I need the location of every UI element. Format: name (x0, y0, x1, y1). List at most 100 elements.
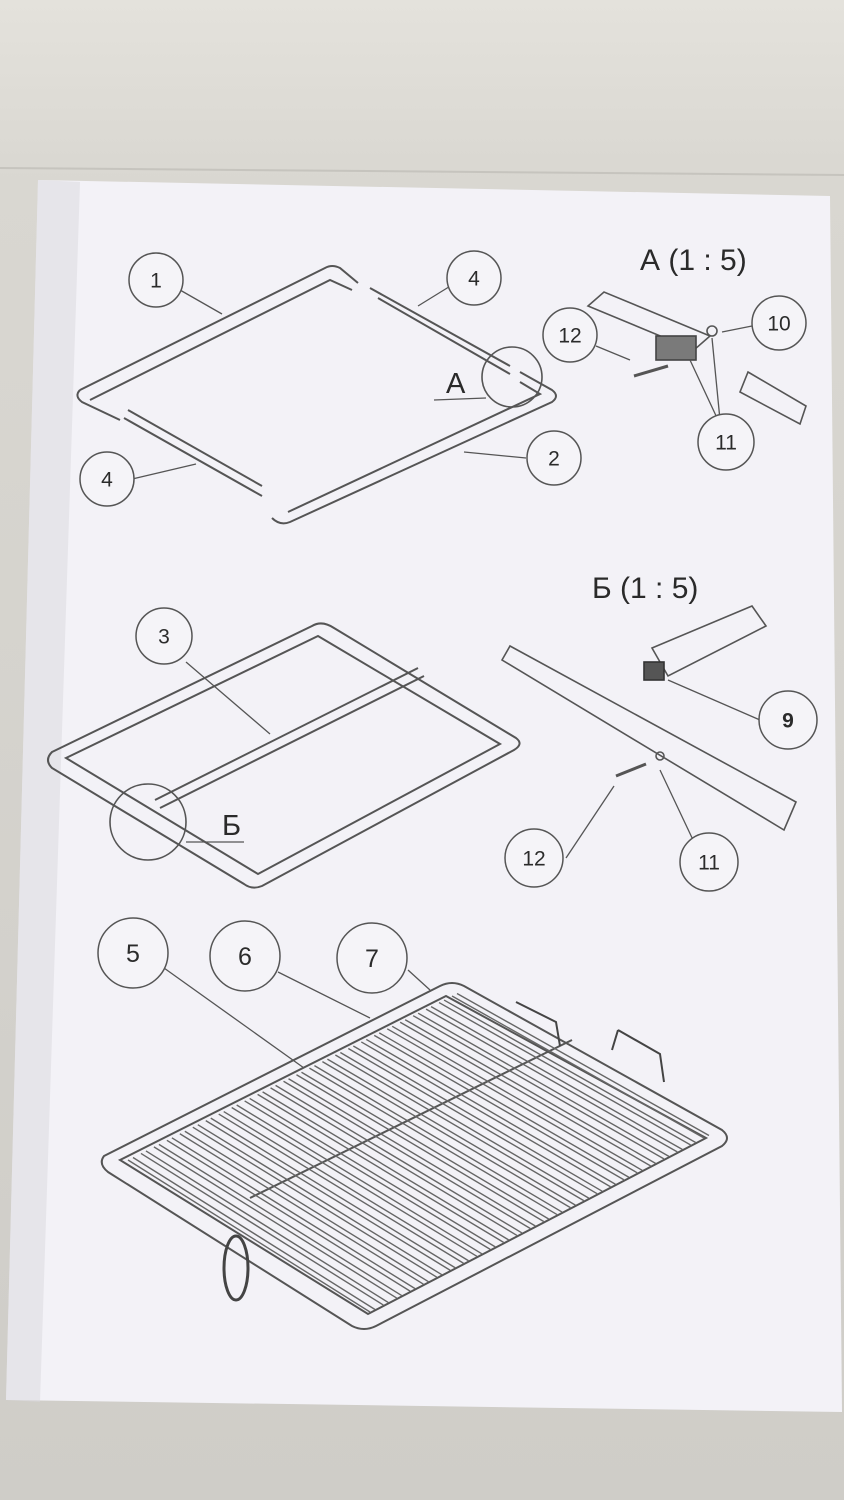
detail-a-circle (481, 346, 543, 408)
callout-circle (209, 920, 281, 992)
paper-shadow-left (6, 180, 80, 1402)
slat-edge (404, 1019, 656, 1164)
slat-edge (373, 1034, 625, 1181)
callout-circle (336, 922, 408, 994)
slat-edge (340, 1051, 590, 1199)
callout-11-detail-a: 11 (697, 413, 755, 471)
page-edge (0, 167, 844, 176)
slat-edge (179, 1133, 424, 1285)
detail-a-plug (655, 335, 697, 361)
callout-2: 2 (526, 430, 582, 486)
detail-b-marker: Б (222, 810, 241, 842)
callout-circle (446, 250, 502, 306)
callout-4-left: 4 (79, 451, 135, 507)
callout-label: 7 (365, 945, 379, 973)
detail-b-drawing (500, 605, 798, 832)
slat-edge (352, 1045, 603, 1192)
detail-b-bolt (615, 762, 647, 778)
callout-label: 12 (522, 848, 545, 871)
callout-circle (97, 917, 169, 989)
slat-edge (391, 1025, 643, 1171)
slat-edge (205, 1120, 451, 1271)
base-accessories (222, 1001, 665, 1302)
callout-circle (526, 430, 582, 486)
slat-edge (456, 992, 710, 1137)
slat-edge (218, 1113, 464, 1264)
callout-circle (542, 307, 598, 363)
callout-label: 3 (158, 626, 170, 649)
slat-edge (322, 1060, 571, 1209)
frame-part-4-left (123, 417, 263, 497)
callout-label: 5 (126, 940, 140, 968)
callout-circle (79, 451, 135, 507)
slat-edge (288, 1078, 536, 1227)
callout-circle (128, 252, 184, 308)
base-center-rail (249, 1039, 573, 1199)
slat-edge (301, 1071, 550, 1220)
figure-slatted-base (100, 982, 728, 1330)
slat-edge (153, 1146, 398, 1299)
leader-line-3 (185, 661, 271, 735)
frame-part-1 (79, 265, 359, 391)
slat-edge (314, 1065, 563, 1213)
frame-part-4-top (369, 287, 511, 367)
slat-edge (249, 1097, 496, 1248)
detail-b-plug (643, 661, 665, 681)
figure-frame-with-crossbar (47, 622, 521, 889)
slat-edge (158, 1143, 403, 1297)
callout-circle (697, 413, 755, 471)
frame-part-2 (271, 371, 557, 525)
leader-lines-detail-a (595, 325, 753, 421)
slat-edge (223, 1110, 469, 1262)
slat-edge (451, 995, 705, 1139)
callout-label: 4 (101, 469, 113, 492)
base-bracket-1 (515, 1001, 561, 1047)
callout-label: 12 (558, 325, 581, 348)
slat-edge (244, 1100, 491, 1250)
detail-a-drawing (586, 291, 807, 426)
callout-circle (504, 828, 564, 888)
slat-edge (127, 1159, 371, 1313)
callout-circle (751, 295, 807, 351)
callout-label: 11 (698, 852, 720, 875)
callout-label: 9 (782, 710, 794, 733)
detail-b-title: Б (1 : 5) (592, 572, 698, 605)
callout-label: 1 (150, 270, 162, 293)
callout-label: 4 (468, 268, 480, 291)
detail-a-bracket (738, 370, 807, 426)
detail-a-title: А (1 : 5) (640, 244, 747, 277)
slat-edge (399, 1021, 651, 1167)
slat-edge (386, 1028, 638, 1174)
callout-label: 10 (767, 313, 790, 336)
callout-12-detail-b: 12 (504, 828, 564, 888)
slat-edge (270, 1087, 518, 1237)
figure-frame-assembly (76, 265, 557, 525)
callout-10: 10 (751, 295, 807, 351)
slat-edge (262, 1091, 509, 1241)
slat-edge (283, 1080, 531, 1230)
slat-edge (309, 1067, 558, 1216)
frame-outer (47, 622, 521, 889)
callout-label: 2 (548, 448, 560, 471)
slat-edge (378, 1032, 630, 1178)
slat-edge (296, 1074, 545, 1223)
callout-label: 6 (238, 943, 252, 971)
base-bracket-2 (611, 1029, 665, 1083)
slat-edge (360, 1041, 611, 1188)
slat-edge (192, 1126, 438, 1278)
base-handle-loop (222, 1234, 250, 1302)
slat-edge (327, 1058, 576, 1206)
base-slats (127, 992, 710, 1313)
slat-edge (347, 1047, 598, 1195)
callout-11-detail-b: 11 (679, 832, 739, 892)
slat-edge (197, 1124, 443, 1276)
detail-b-circle (109, 783, 187, 861)
slat-edge (443, 999, 696, 1144)
leader-lines-fig3 (163, 967, 431, 1069)
frame-part-3 (154, 667, 419, 801)
slat-edge (184, 1130, 429, 1283)
callout-3: 3 (135, 607, 193, 665)
base-frame (100, 982, 728, 1330)
slat-edge (430, 1006, 683, 1151)
callout-circle (135, 607, 193, 665)
